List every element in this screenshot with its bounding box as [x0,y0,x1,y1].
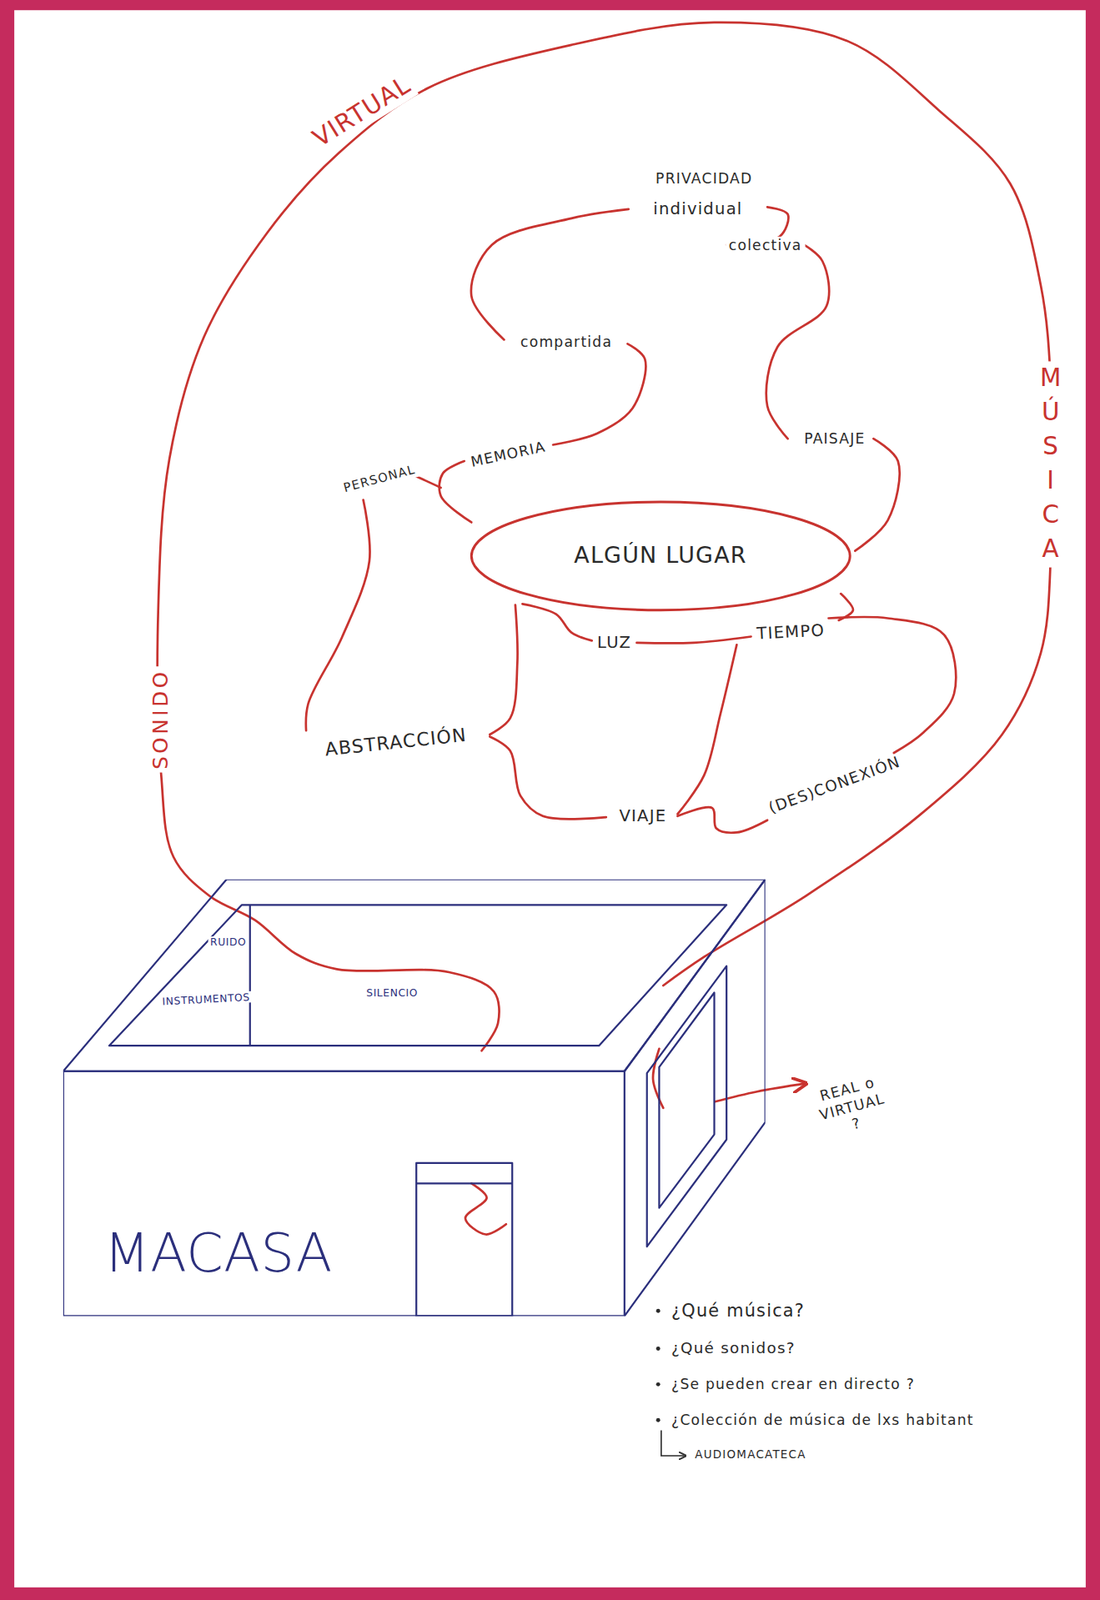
question-item: ¿Qué sonidos? [668,1340,799,1358]
mind-map-stroke [414,475,442,488]
oval-shape [471,502,850,611]
theme-word: MÚSICA [1035,361,1067,568]
house-line [63,879,766,1072]
map-word: LUZ [593,633,634,653]
map-word: TIEMPO [753,621,829,644]
bullet-dot [656,1346,661,1352]
mind-map-stroke [766,245,829,439]
theme-word: VIRTUAL [306,69,420,155]
sub-arrow [661,1430,686,1457]
oval-node: ALGÚN LUGAR [469,500,853,613]
house-name: MACASA [101,1224,335,1283]
house-word: SILENCIO [364,987,421,999]
mind-map-stroke [552,343,646,445]
mind-map-stroke [306,500,371,732]
house-node: MACASA RUIDO INSTRUMENTOS SILENCIO [63,879,766,1317]
house-line [658,993,714,1209]
theme-word: SONIDO [149,666,173,774]
mind-map-stroke [522,603,592,641]
map-word: VIAJE [616,807,670,827]
sub-note: AUDIOMACATECA [692,1449,810,1462]
bullet-dot [656,1418,661,1423]
question-item: ¿Colección de música de lxs habitant [668,1411,977,1429]
map-word: individual [650,200,747,220]
question-item: ¿Se pueden crear en directo ? [668,1376,918,1394]
house-line [647,966,727,1247]
house-word: INSTRUMENTOS [160,991,253,1008]
paper-ground [14,10,1086,1588]
mind-map-stroke [489,605,518,735]
mind-map-stroke [489,736,606,819]
mind-map-stroke [439,461,473,523]
map-word: compartida [517,333,615,351]
map-word: PRIVACIDAD [652,170,756,187]
mind-map-stroke [677,807,768,834]
window-arrow [713,1083,806,1102]
question-note: REAL o VIRTUAL ? [809,1071,895,1143]
mind-map-stroke [157,22,1054,1051]
house-line [249,904,252,1046]
map-word: PAISAJE [801,430,869,448]
house-line [416,1163,513,1317]
node-title: ALGÚN LUGAR [573,543,747,569]
map-word: ABSTRACCIÓN [321,724,472,762]
house-line [624,879,766,1317]
mind-map-stroke [854,438,900,552]
mind-map-stroke [637,637,752,644]
bullet-dot [656,1309,661,1314]
map-word: (DES)CONEXIÓN [763,753,906,819]
house-line [63,1071,625,1317]
map-word: colectiva [725,236,805,254]
house-line [416,1182,513,1185]
house-line [109,904,727,1046]
map-word: PERSONAL [339,462,421,498]
mind-map-stroke [828,617,957,754]
map-word: MEMORIA [466,437,550,472]
mind-map-stroke [471,209,629,341]
house-word: RUIDO [208,936,249,948]
bullet-dot [656,1382,661,1387]
mind-map-stroke [465,1183,507,1235]
question-item: ¿Qué música? [668,1300,808,1322]
mind-map-stroke [677,644,737,814]
